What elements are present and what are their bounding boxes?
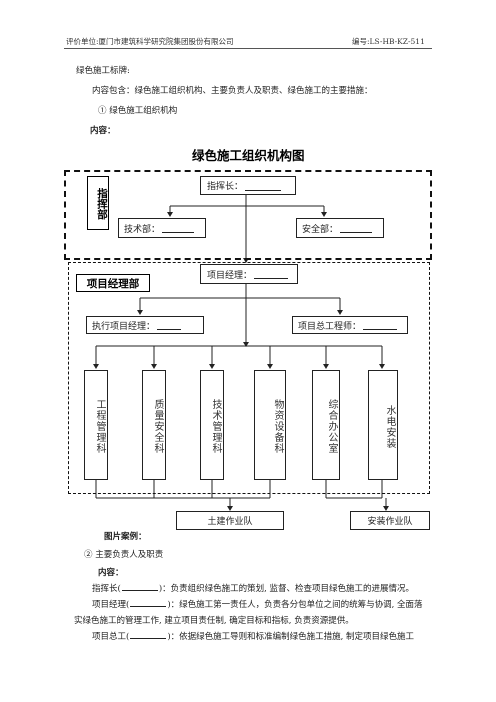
- project-manager-box: 项目经理：: [200, 264, 298, 284]
- section2-content-label: 内容：: [98, 568, 124, 578]
- commander-label: 指挥长：: [207, 182, 244, 192]
- exec-pm-label: 执行项目经理：: [92, 321, 156, 332]
- chart-title: 绿色施工组织机构图: [192, 148, 305, 163]
- dept-plumbing-electrical: 水电安装: [368, 370, 398, 480]
- duty-pm: 项目经理( )：绿色施工第一责任人，负责各分包单位之间的统筹与协调, 全面落: [92, 598, 423, 610]
- duty-commander-blank: [121, 582, 158, 591]
- team-civil: 土建作业队: [176, 511, 284, 530]
- chief-engineer-box: 项目总工程师：: [292, 316, 408, 334]
- dept-materials-equipment: 物资设备科: [254, 370, 286, 480]
- tech-dept-blank: [162, 223, 195, 233]
- duty-chief-text: )：依据绿色施工导则和标准编制绿色施工措施, 制定项目绿色施工: [167, 632, 415, 642]
- duty-commander-text: )：负责组织绿色施工的策划, 监督、检查项目绿色施工的进展情况。: [158, 584, 415, 594]
- duty-pm-prefix: 项目经理(: [92, 600, 130, 610]
- command-label: 指挥部: [87, 176, 109, 230]
- tech-dept-label: 技术部：: [124, 224, 161, 235]
- exec-pm-box: 执行项目经理：: [86, 316, 204, 334]
- duty-pm-continued: 实绿色施工的管理工作, 建立项目责任制, 确定目标和指标, 负责资源提供。: [74, 616, 354, 626]
- pm-office-label: 项目经理部: [76, 274, 150, 292]
- dept-technical-management: 技术管理科: [200, 370, 224, 480]
- duty-chief-blank: [130, 630, 167, 639]
- header-organization: 评价单位:厦门市建筑科学研究院集团股份有限公司: [66, 37, 234, 46]
- case-label: 图片案例：: [104, 532, 147, 542]
- intro-line-1: 绿色施工标牌:: [76, 66, 130, 76]
- duty-chief-prefix: 项目总工(: [92, 632, 130, 642]
- dept-quality-safety: 质量安全科: [142, 370, 166, 480]
- intro-content-label: 内容：: [90, 126, 116, 136]
- duty-pm-blank: [130, 598, 167, 607]
- dept-engineering-management: 工程管理科: [84, 370, 108, 480]
- exec-pm-blank: [157, 320, 182, 330]
- project-manager-label: 项目经理：: [207, 270, 253, 281]
- duty-commander-prefix: 指挥长(: [92, 584, 121, 594]
- intro-line-2: 内容包含：绿色施工组织机构、主要负责人及职责、绿色施工的主要措施：: [92, 86, 373, 96]
- dept-general-office: 综合办公室: [312, 370, 340, 480]
- tech-dept-box: 技术部：: [118, 218, 206, 238]
- duty-pm-text: )：绿色施工第一责任人，负责各分包单位之间的统筹与协调, 全面落: [167, 600, 423, 610]
- header-divider: [64, 48, 432, 49]
- command-dashed-frame: [64, 170, 432, 260]
- team-installation: 安装作业队: [350, 511, 430, 530]
- section2-heading: ② 主要负责人及职责: [84, 550, 164, 560]
- commander-box: 指挥长：: [200, 176, 296, 195]
- pm-office-dashed-frame: [68, 262, 430, 494]
- commander-blank: [245, 181, 282, 191]
- safety-dept-blank: [340, 223, 373, 233]
- safety-dept-box: 安全部：: [296, 218, 384, 238]
- intro-line-3: ① 绿色施工组织机构: [98, 106, 178, 116]
- chief-engineer-label: 项目总工程师：: [298, 321, 362, 332]
- safety-dept-label: 安全部：: [302, 224, 339, 235]
- duty-commander: 指挥长( )：负责组织绿色施工的策划, 监督、检查项目绿色施工的进展情况。: [92, 582, 414, 594]
- chief-engineer-blank: [363, 320, 398, 330]
- project-manager-blank: [254, 269, 289, 279]
- duty-chief-engineer: 项目总工( )：依据绿色施工导则和标准编制绿色施工措施, 制定项目绿色施工: [92, 630, 414, 642]
- header-doc-number: 编号:LS-HB-KZ-511: [352, 37, 425, 46]
